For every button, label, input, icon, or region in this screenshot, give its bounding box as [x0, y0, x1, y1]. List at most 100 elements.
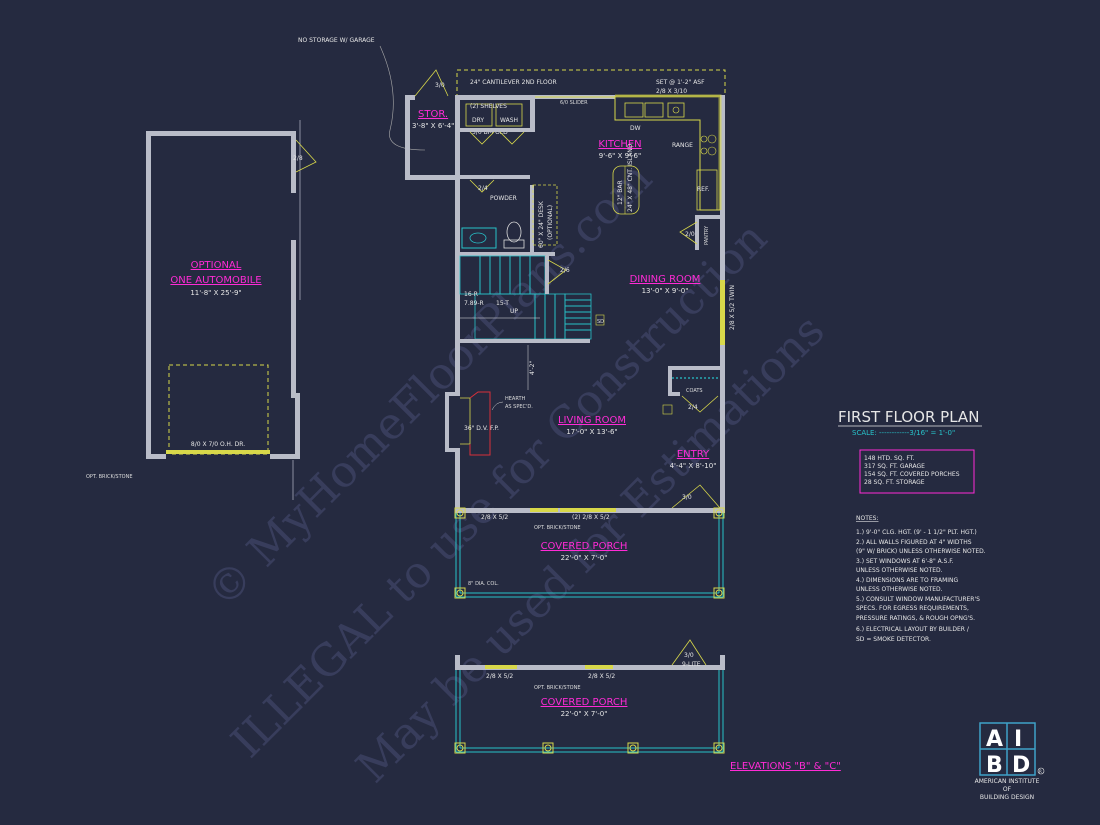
logo-line-1: AMERICAN INSTITUTE: [975, 778, 1040, 785]
plan-scale: SCALE: ------------3/16" = 1'-0": [852, 429, 955, 437]
porch1-name: COVERED PORCH: [541, 541, 628, 552]
porch1-window-left: 2/8 X 5/2: [481, 514, 508, 521]
stor-door-label: 3/0: [435, 82, 445, 89]
garage: OPTIONAL ONE AUTOMOBILE 11'-8" X 25'-9" …: [86, 120, 317, 500]
range-label: RANGE: [672, 142, 693, 149]
porch1-size: 22'-0" X 7'-0": [561, 554, 608, 562]
note-6: 4.) DIMENSIONS ARE TO FRAMING: [856, 577, 959, 584]
cantilever-label: 24" CANTILEVER 2ND FLOOR: [470, 79, 557, 86]
pantry-door-label: 2/0: [685, 231, 695, 238]
riser-height: 7.89-R: [464, 300, 484, 307]
stor-size: 3'-8" X 6'-4": [412, 122, 454, 130]
powder-label: POWDER: [490, 195, 517, 202]
garage-brick-label: OPT. BRICK/STONE: [86, 474, 133, 480]
hearth-label-1: HEARTH: [505, 396, 526, 402]
area-2: 317 SQ. FT. GARAGE: [864, 463, 925, 470]
island-label: 24" X 48" CNT. ISLAND: [627, 143, 634, 212]
bar-label: 12" BAR: [617, 180, 624, 205]
living-size: 17'-0" X 13'-6": [566, 428, 617, 436]
logo-letter-i: I: [1014, 727, 1022, 752]
entry-door-label: 3/0: [682, 494, 692, 501]
coat-door-label: 2/4: [688, 404, 698, 411]
porch-1: 2/8 X 5/2 (2) 2/8 X 5/2 OPT. BRICK/STONE…: [454, 507, 725, 599]
main-house: 24" CANTILEVER 2ND FLOOR SET @ 1'-2" ASF…: [298, 37, 841, 772]
note-10: PRESSURE RATINGS, & ROUGH OPNG'S.: [856, 615, 975, 622]
logo-registered: R: [1039, 769, 1042, 774]
logo-letter-b: B: [986, 753, 1003, 778]
stair-up-label: UP: [510, 308, 518, 315]
kitchen-size: 9'-6" X 9'-6": [599, 152, 641, 160]
porch1-window-right: (2) 2/8 X 5/2: [572, 514, 610, 521]
living-name: LIVING ROOM: [558, 415, 626, 426]
shelves-label: (2) SHELVES: [470, 103, 507, 110]
porch2-window-left: 2/8 X 5/2: [486, 673, 513, 680]
note-2: 2.) ALL WALLS FIGURED AT 4" WIDTHS: [856, 539, 972, 546]
note-5: UNLESS OTHERWISE NOTED.: [856, 567, 943, 574]
riser-count: 16-R: [464, 291, 478, 298]
porch2-lite-label: 9-LITE: [682, 661, 701, 668]
elevations-label: ELEVATIONS "B" & "C": [730, 761, 841, 772]
logo-letter-d: D: [1012, 753, 1030, 778]
porch2-size: 22'-0" X 7'-0": [561, 710, 608, 718]
dining-name: DINING ROOM: [630, 274, 701, 285]
powder-door-label: 2/4: [478, 185, 488, 192]
tread-count: 15-T: [496, 300, 509, 307]
note-3: (9" W/ BRICK) UNLESS OTHERWISE NOTED.: [856, 548, 986, 555]
hearth-label-2: AS SPEC'D.: [505, 404, 533, 410]
ref-label: REF.: [697, 186, 709, 193]
note-8: 5.) CONSULT WINDOW MANUFACTURER'S: [856, 596, 980, 603]
fireplace-label: 36" D.V. F.P.: [464, 425, 499, 432]
note-1: 1.) 9'-0" CLG. HGT. (9' - 1 1/2" PLT. HG…: [856, 529, 977, 536]
window-size-label: 2/8 X 3/10: [656, 88, 687, 95]
note-11: 6.) ELECTRICAL LAYOUT BY BUILDER /: [856, 626, 970, 633]
dishwasher-label: DW: [630, 125, 641, 132]
bifold-label: 5/0 BI-FOLD: [472, 129, 508, 136]
area-4: 28 SQ. FT. STORAGE: [864, 479, 925, 486]
area-3: 154 SQ. FT. COVERED PORCHES: [864, 471, 960, 478]
logo-line-2: OF: [1003, 786, 1012, 793]
note-9: SPECS. FOR EGRESS REQUIREMENTS,: [856, 605, 969, 612]
porch-2: 3/0 9-LITE 2/8 X 5/2 2/8 X 5/2 OPT. BRIC…: [454, 639, 725, 754]
porch2-name: COVERED PORCH: [541, 697, 628, 708]
logo-letter-a: A: [986, 727, 1003, 752]
closet-door-label: 2/6: [560, 267, 570, 274]
washer-label: WASH: [500, 117, 518, 124]
smoke-detector-label: SD: [597, 319, 604, 325]
entry-name: ENTRY: [677, 449, 710, 460]
entry-size: 4'-4" X 8'-10": [670, 462, 717, 470]
note-12: SD = SMOKE DETECTOR.: [856, 636, 931, 643]
dim-4-2: 4'-2": [529, 361, 536, 375]
garage-size: 11'-8" X 25'-9": [190, 289, 241, 297]
dryer-label: DRY: [472, 117, 484, 124]
porch2-door-label: 3/0: [684, 652, 694, 659]
garage-name-2: ONE AUTOMOBILE: [170, 275, 261, 286]
stairs: 16-R 7.89-R 15-T UP SD 2/6: [459, 255, 605, 343]
desk-label-2: (OPTIONAL): [547, 205, 554, 240]
notes-title: NOTES:: [856, 515, 879, 522]
set-at-label: SET @ 1'-2" ASF: [656, 79, 705, 86]
slider-label: 6/0 SLIDER: [560, 100, 588, 106]
stor-name: STOR.: [418, 109, 448, 120]
garage-side-door-label: 2/8: [293, 155, 303, 162]
no-storage-note: NO STORAGE W/ GARAGE: [298, 37, 375, 44]
plan-title: FIRST FLOOR PLAN: [838, 408, 979, 426]
porch2-window-right: 2/8 X 5/2: [588, 673, 615, 680]
aibd-logo: A I B D R AMERICAN INSTITUTE OF BUILDING…: [975, 722, 1045, 801]
kitchen-name: KITCHEN: [598, 139, 641, 150]
note-4: 3.) SET WINDOWS AT 6'-8" A.S.F.: [856, 558, 954, 565]
dining-size: 13'-0" X 9'-0": [642, 287, 689, 295]
desk-label-1: 60" X 24" DESK: [538, 200, 545, 248]
pantry-label: PANTRY: [704, 225, 710, 245]
porch1-brick-label: OPT. BRICK/STONE: [534, 525, 581, 531]
coats-label: COATS: [686, 388, 703, 394]
porch2-brick-label: OPT. BRICK/STONE: [534, 685, 581, 691]
logo-line-3: BUILDING DESIGN: [980, 794, 1034, 801]
area-1: 148 HTD. SQ. FT.: [864, 455, 915, 462]
garage-door-label: 8/0 X 7/0 O.H. DR.: [191, 441, 245, 448]
title-block: FIRST FLOOR PLAN SCALE: ------------3/16…: [838, 408, 986, 643]
note-7: UNLESS OTHERWISE NOTED.: [856, 586, 943, 593]
column-label: 8" DIA. COL.: [468, 581, 499, 587]
garage-name-1: OPTIONAL: [191, 260, 242, 271]
twin-window-label: 2/8 X 5/2 TWIN: [729, 285, 736, 330]
